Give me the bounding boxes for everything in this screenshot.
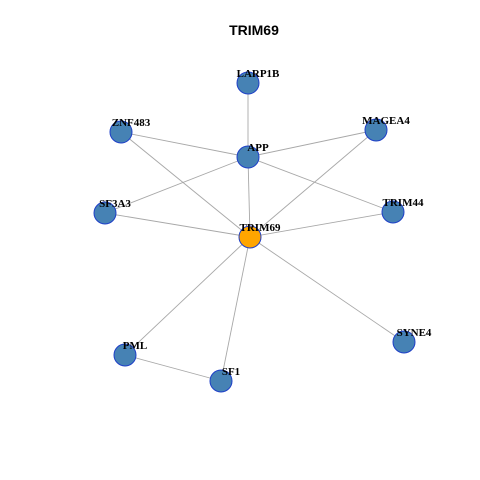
node-label-pml: PML [123, 340, 147, 352]
edge-znf483-app [120, 131, 249, 158]
node-label-trim44: TRIM44 [383, 197, 424, 209]
node-larp1b[interactable] [236, 71, 260, 95]
node-label-syne4: SYNE4 [397, 327, 432, 339]
edge-trim69-sf1 [220, 236, 251, 382]
node-magea4[interactable] [364, 118, 388, 142]
node-app[interactable] [236, 145, 260, 169]
node-label-sf3a3: SF3A3 [99, 198, 131, 210]
node-label-znf483: ZNF483 [112, 117, 151, 129]
node-trim44[interactable] [381, 200, 405, 224]
edge-app-trim44 [247, 156, 394, 213]
edge-trim69-pml [124, 236, 251, 356]
nodes-layer [93, 71, 416, 393]
edge-znf483-trim69 [120, 131, 251, 238]
edge-trim69-syne4 [249, 236, 405, 343]
edge-magea4-trim69 [249, 129, 377, 238]
node-syne4[interactable] [392, 330, 416, 354]
node-znf483[interactable] [109, 120, 133, 144]
node-trim69[interactable] [238, 225, 262, 249]
edge-app-trim69 [247, 156, 251, 238]
node-label-app: APP [247, 142, 269, 154]
edge-trim44-trim69 [249, 211, 394, 238]
node-pml[interactable] [113, 343, 137, 367]
edges-layer [104, 83, 405, 382]
node-sf1[interactable] [209, 369, 233, 393]
node-label-trim69: TRIM69 [240, 222, 281, 234]
edge-pml-sf1 [124, 354, 222, 382]
edge-sf3a3-trim69 [104, 212, 251, 238]
edge-app-sf3a3 [104, 156, 249, 214]
node-label-sf1: SF1 [222, 366, 240, 378]
node-sf3a3[interactable] [93, 201, 117, 225]
node-label-magea4: MAGEA4 [362, 115, 410, 127]
diagram-title: TRIM69 [229, 22, 279, 38]
node-label-larp1b: LARP1B [237, 68, 280, 80]
edge-magea4-app [247, 129, 377, 158]
